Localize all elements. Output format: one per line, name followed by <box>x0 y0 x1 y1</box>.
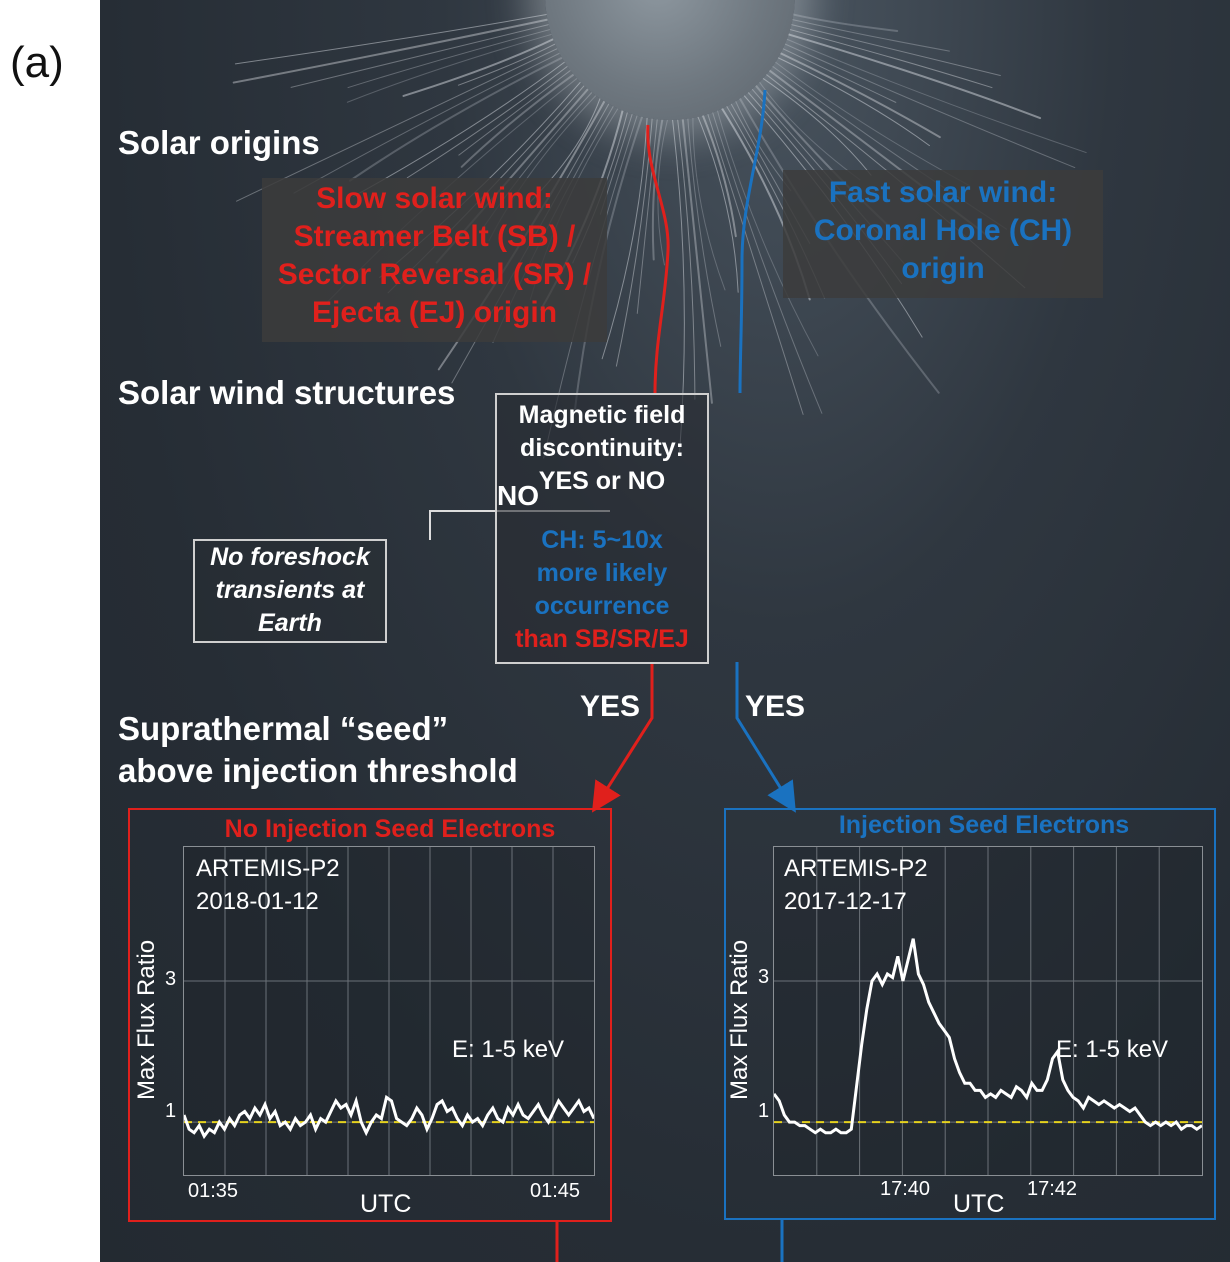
fast-wind-line3: origin <box>901 252 985 285</box>
section-solar-origins: Solar origins <box>118 124 320 161</box>
fast-wind-line1: Fast solar wind: <box>828 176 1058 209</box>
corona-ray <box>697 116 739 293</box>
corona-ray <box>677 119 696 400</box>
right-xtick-1742: 17:42 <box>1027 1178 1078 1200</box>
left-ylabel: Max Flux Ratio <box>133 939 160 1100</box>
corona-ray <box>402 38 555 97</box>
fast-wind-box: Fast solar wind: Coronal Hole (CH) origi… <box>783 170 1103 298</box>
yes-right-label: YES <box>745 690 806 723</box>
right-ytick-3: 3 <box>758 966 770 988</box>
corona-ray <box>762 77 872 176</box>
corona-ray <box>787 33 1042 120</box>
section-seed-line1: Suprathermal “seed” <box>118 710 449 747</box>
slow-wind-line3: Sector Reversal (SR) / <box>277 258 592 291</box>
slow-wind-path <box>646 124 670 394</box>
corona-ray <box>651 118 664 261</box>
fast-wind-path <box>738 89 767 394</box>
no-foreshock-line3: Earth <box>258 609 322 637</box>
corona-ray <box>290 24 550 88</box>
corona-ray <box>792 19 950 52</box>
corona-ray <box>712 111 823 414</box>
corona-ray <box>786 38 1087 154</box>
slow-wind-line1: Slow solar wind: <box>316 182 553 215</box>
left-plot-svg <box>184 847 594 1175</box>
corona-ray <box>790 24 1001 76</box>
left-plot-title: No Injection Seed Electrons <box>224 815 556 843</box>
corona-ray <box>460 73 575 168</box>
corona-ray <box>636 118 658 314</box>
right-ylabel: Max Flux Ratio <box>726 939 753 1100</box>
right-date: 2017-12-17 <box>784 888 907 915</box>
corona-ray <box>234 14 548 65</box>
corona-ray <box>457 43 556 86</box>
right-plot-title: Injection Seed Electrons <box>838 811 1130 839</box>
no-foreshock-line2: transients at <box>215 576 365 604</box>
slow-wind-box: Slow solar wind: Streamer Belt (SB) / Se… <box>262 178 607 342</box>
stat-line4: than SB/SR/EJ <box>515 625 689 653</box>
section-seed: Suprathermal “seed” above injection thre… <box>118 708 518 792</box>
corona-ray <box>687 118 722 347</box>
flux-ratio-line <box>184 1094 594 1140</box>
corona-ray <box>406 65 568 179</box>
left-spacecraft: ARTEMIS-P2 <box>196 855 340 882</box>
left-ytick-3: 3 <box>165 968 177 990</box>
left-xtick-0135: 01:35 <box>188 1180 239 1202</box>
question-line3: YES or NO <box>538 467 666 495</box>
corona-ray <box>716 110 819 357</box>
stat-line1: CH: 5~10x <box>541 526 663 554</box>
left-energy: E: 1-5 keV <box>452 1036 565 1063</box>
corona-ray <box>782 48 897 103</box>
corona-ray <box>707 113 804 415</box>
slow-wind-line4: Ejecta (EJ) origin <box>311 296 558 329</box>
right-spacecraft: ARTEMIS-P2 <box>784 855 928 882</box>
right-xlabel: UTC <box>953 1190 1005 1218</box>
no-foreshock-box: No foreshock transients at Earth <box>193 539 387 643</box>
no-label: NO <box>497 480 539 511</box>
right-xtick-1740: 17:40 <box>880 1178 931 1200</box>
yes-right-path <box>735 662 796 813</box>
question-line2: discontinuity: <box>520 434 684 462</box>
left-xtick-0145: 01:45 <box>530 1180 581 1202</box>
right-plot-svg <box>774 847 1202 1175</box>
slow-wind-line2: Streamer Belt (SB) / <box>293 220 576 253</box>
corona-ray <box>779 52 941 139</box>
section-solar-wind-structures: Solar wind structures <box>118 374 456 411</box>
corona-ray <box>701 114 737 238</box>
left-xlabel: UTC <box>360 1190 412 1218</box>
yes-left-label: YES <box>580 690 641 723</box>
left-date: 2018-01-12 <box>196 888 319 915</box>
corona-ray <box>347 29 551 89</box>
corona-ray <box>777 57 930 147</box>
corona-ray <box>293 52 560 194</box>
section-seed-line2: above injection threshold <box>118 752 518 789</box>
right-energy: E: 1-5 keV <box>1056 1036 1169 1063</box>
panel-label: (a) <box>10 38 64 87</box>
no-foreshock-line1: No foreshock <box>210 543 370 571</box>
corona-ray <box>789 29 993 89</box>
corona-ray <box>601 117 648 360</box>
corona-ray <box>346 33 552 103</box>
left-axes: ARTEMIS-P2 2018-01-12 E: 1-5 keV <box>183 846 595 1176</box>
corona-ray <box>232 18 549 84</box>
corona-ray <box>681 118 713 404</box>
discontinuity-question-box: Magnetic field discontinuity: YES or NO … <box>495 393 709 664</box>
corona-ray <box>458 70 571 156</box>
corona-ray <box>784 43 1076 169</box>
no-injection-frame <box>128 808 612 1222</box>
corona-ray <box>759 81 861 181</box>
left-ytick-1: 1 <box>165 1100 177 1122</box>
corona-ray <box>348 56 563 182</box>
right-axes: ARTEMIS-P2 2017-12-17 E: 1-5 keV <box>773 846 1203 1176</box>
fast-wind-line2: Coronal Hole (CH) <box>813 214 1073 247</box>
yes-left-path <box>591 662 654 813</box>
stat-line3: occurrence <box>534 592 670 620</box>
right-ytick-1: 1 <box>758 1100 770 1122</box>
corona-ray <box>792 13 899 32</box>
stat-line2: more likely <box>536 559 668 587</box>
question-line1: Magnetic field <box>518 401 686 429</box>
corona-ray <box>692 117 726 291</box>
flux-ratio-line <box>774 938 1202 1135</box>
injection-frame <box>724 808 1216 1220</box>
